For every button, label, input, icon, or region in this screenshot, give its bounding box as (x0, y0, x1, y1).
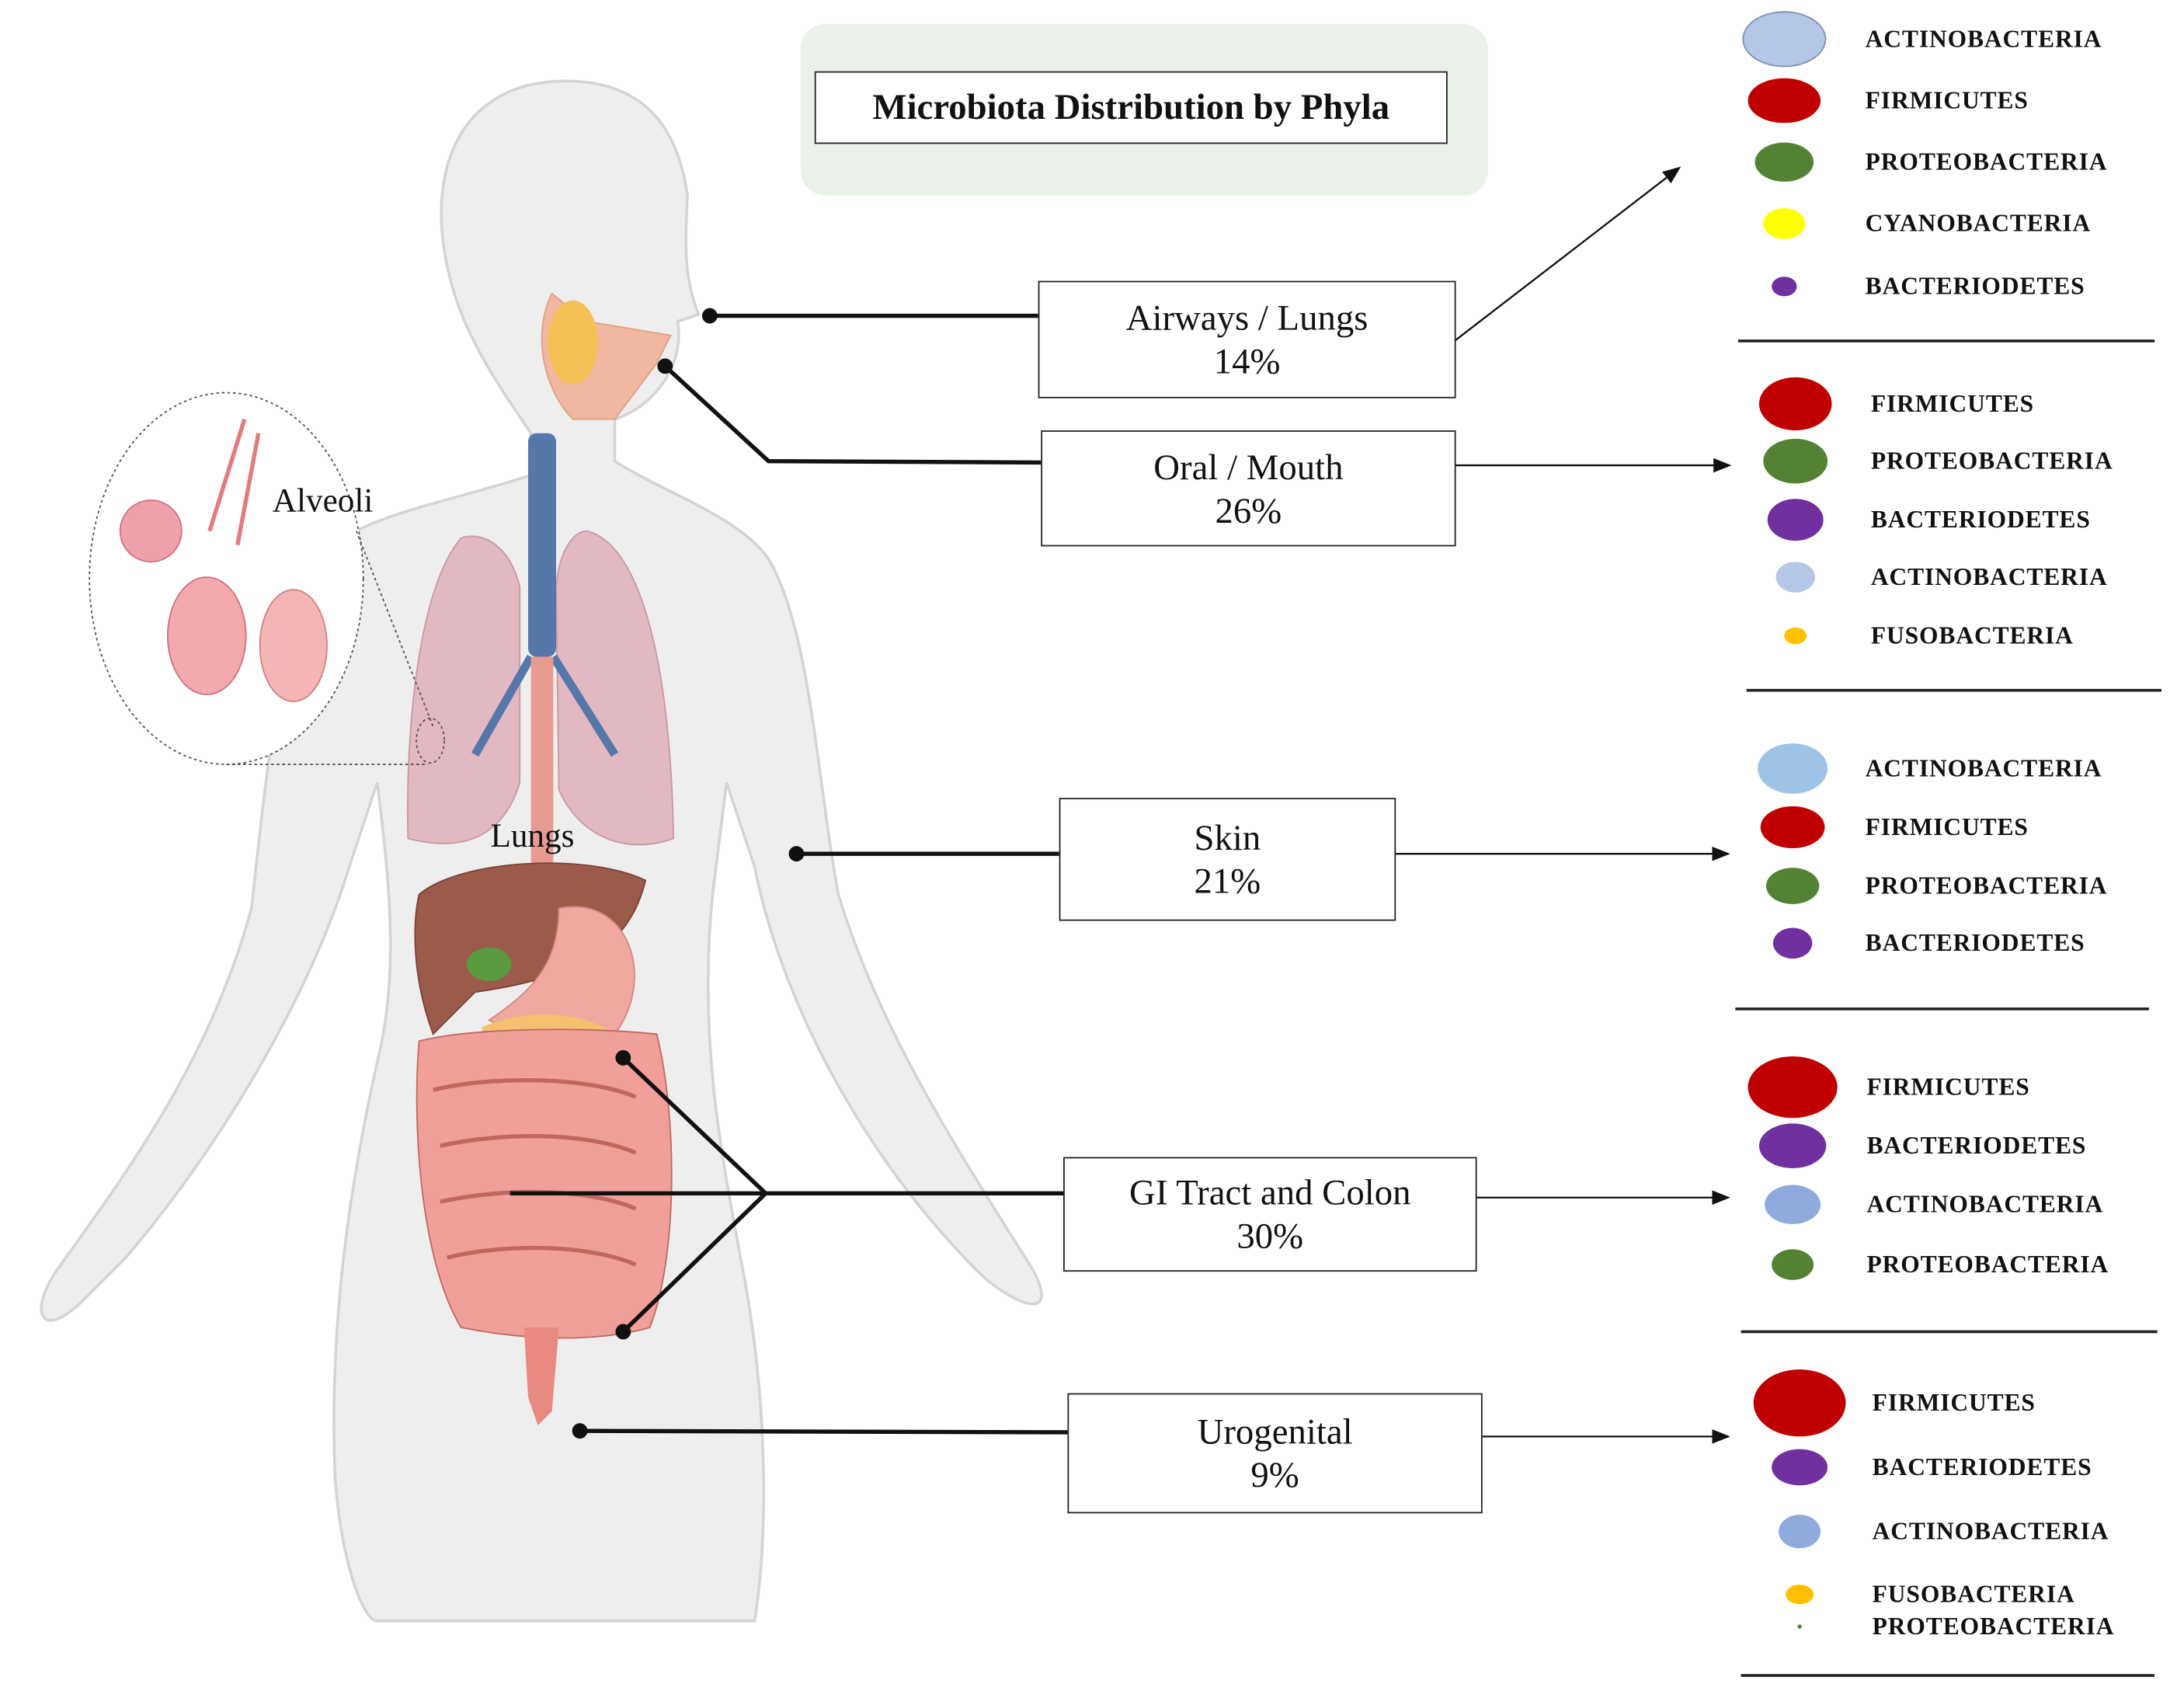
region-box-oral: Oral / Mouth 26% (1041, 430, 1456, 547)
phylum-swatch-icon (1763, 438, 1828, 484)
legend-divider (1741, 1674, 2155, 1676)
phylum-swatch-icon (1772, 1249, 1814, 1280)
phylum-label: PROTEOBACTERIA (1865, 871, 2108, 899)
region-name: Urogenital (1197, 1411, 1353, 1453)
phylum-label: ACTINOBACTERIA (1870, 562, 2108, 591)
page-title: Microbiota Distribution by Phyla (814, 71, 1448, 144)
lungs-label: Lungs (490, 819, 575, 855)
phylum-swatch-icon (1775, 562, 1815, 593)
phylum-swatch-icon (1765, 1185, 1821, 1224)
lungs-illustration (406, 292, 675, 867)
phylum-swatch-icon (1742, 11, 1827, 68)
phylum-swatch-icon (1748, 78, 1821, 124)
region-percent: 21% (1194, 861, 1261, 902)
phylum-swatch-icon (1772, 277, 1797, 297)
region-box-airways: Airways / Lungs 14% (1038, 280, 1456, 398)
phylum-swatch-icon (1763, 208, 1806, 239)
phylum-label: BACTERIODETES (1865, 271, 2085, 300)
legend-divider (1741, 1330, 2158, 1333)
phylum-label: FIRMICUTES (1870, 389, 2035, 418)
phylum-swatch-icon (1779, 1515, 1821, 1549)
phylum-label: FIRMICUTES (1865, 812, 2029, 841)
phylum-swatch-icon (1784, 627, 1807, 645)
legend-divider (1735, 1007, 2149, 1010)
phylum-label: CYANOBACTERIA (1865, 208, 2092, 237)
connector-lines (509, 308, 1068, 1439)
region-percent: 9% (1250, 1454, 1299, 1495)
phylum-label: FUSOBACTERIA (1870, 621, 2074, 649)
phylum-swatch-icon (1760, 806, 1825, 848)
alveoli-inset (89, 391, 445, 765)
phylum-label: BACTERIODETES (1865, 928, 2085, 957)
phylum-label: PROTEOBACTERIA (1870, 446, 2113, 475)
phylum-label: FIRMICUTES (1872, 1388, 2036, 1417)
phylum-swatch-icon (1786, 1585, 1814, 1605)
phylum-label: ACTINOBACTERIA (1872, 1516, 2109, 1545)
phylum-label: BACTERIODETES (1870, 505, 2091, 534)
phylum-swatch-icon (1755, 142, 1814, 182)
phylum-label: FIRMICUTES (1865, 85, 2029, 114)
region-percent: 26% (1215, 489, 1282, 531)
region-box-urogenital: Urogenital 9% (1067, 1393, 1483, 1514)
region-box-skin: Skin 21% (1059, 798, 1396, 921)
region-name: Oral / Mouth (1153, 446, 1344, 487)
legend-arrows (1394, 166, 1732, 1444)
phylum-swatch-icon (1765, 868, 1820, 904)
legend-divider (1746, 688, 2162, 691)
phylum-swatch-icon (1758, 1123, 1827, 1168)
phylum-swatch-icon (1758, 743, 1828, 794)
phylum-swatch-icon (1767, 499, 1824, 541)
phylum-swatch-icon (1748, 1056, 1838, 1119)
region-box-gi: GI Tract and Colon 30% (1063, 1157, 1477, 1272)
phylum-swatch-icon (1797, 1624, 1802, 1629)
phylum-swatch-icon (1772, 1449, 1828, 1486)
phylum-label: BACTERIODETES (1872, 1453, 2092, 1481)
phylum-swatch-icon (1772, 927, 1813, 959)
phylum-swatch-icon (1753, 1369, 1846, 1437)
phylum-label: FUSOBACTERIA (1872, 1579, 2075, 1608)
digestive-organs (414, 862, 673, 1425)
region-name: Airways / Lungs (1125, 297, 1368, 339)
phylum-label: BACTERIODETES (1866, 1131, 2087, 1160)
phylum-label: ACTINOBACTERIA (1865, 753, 2102, 782)
phylum-label: ACTINOBACTERIA (1865, 24, 2102, 53)
phylum-swatch-icon (1758, 377, 1832, 431)
phylum-label: PROTEOBACTERIA (1866, 1250, 2109, 1279)
legend-divider (1737, 339, 2155, 342)
phylum-label: ACTINOBACTERIA (1866, 1189, 2104, 1218)
region-name: Skin (1194, 817, 1261, 858)
region-percent: 14% (1213, 340, 1281, 382)
alveoli-label: Alveoli (272, 483, 374, 520)
phylum-label: PROTEOBACTERIA (1872, 1612, 2115, 1641)
phylum-label: FIRMICUTES (1866, 1072, 2030, 1101)
region-percent: 30% (1236, 1216, 1304, 1257)
phylum-label: PROTEOBACTERIA (1865, 147, 2108, 176)
region-name: GI Tract and Colon (1129, 1172, 1411, 1213)
